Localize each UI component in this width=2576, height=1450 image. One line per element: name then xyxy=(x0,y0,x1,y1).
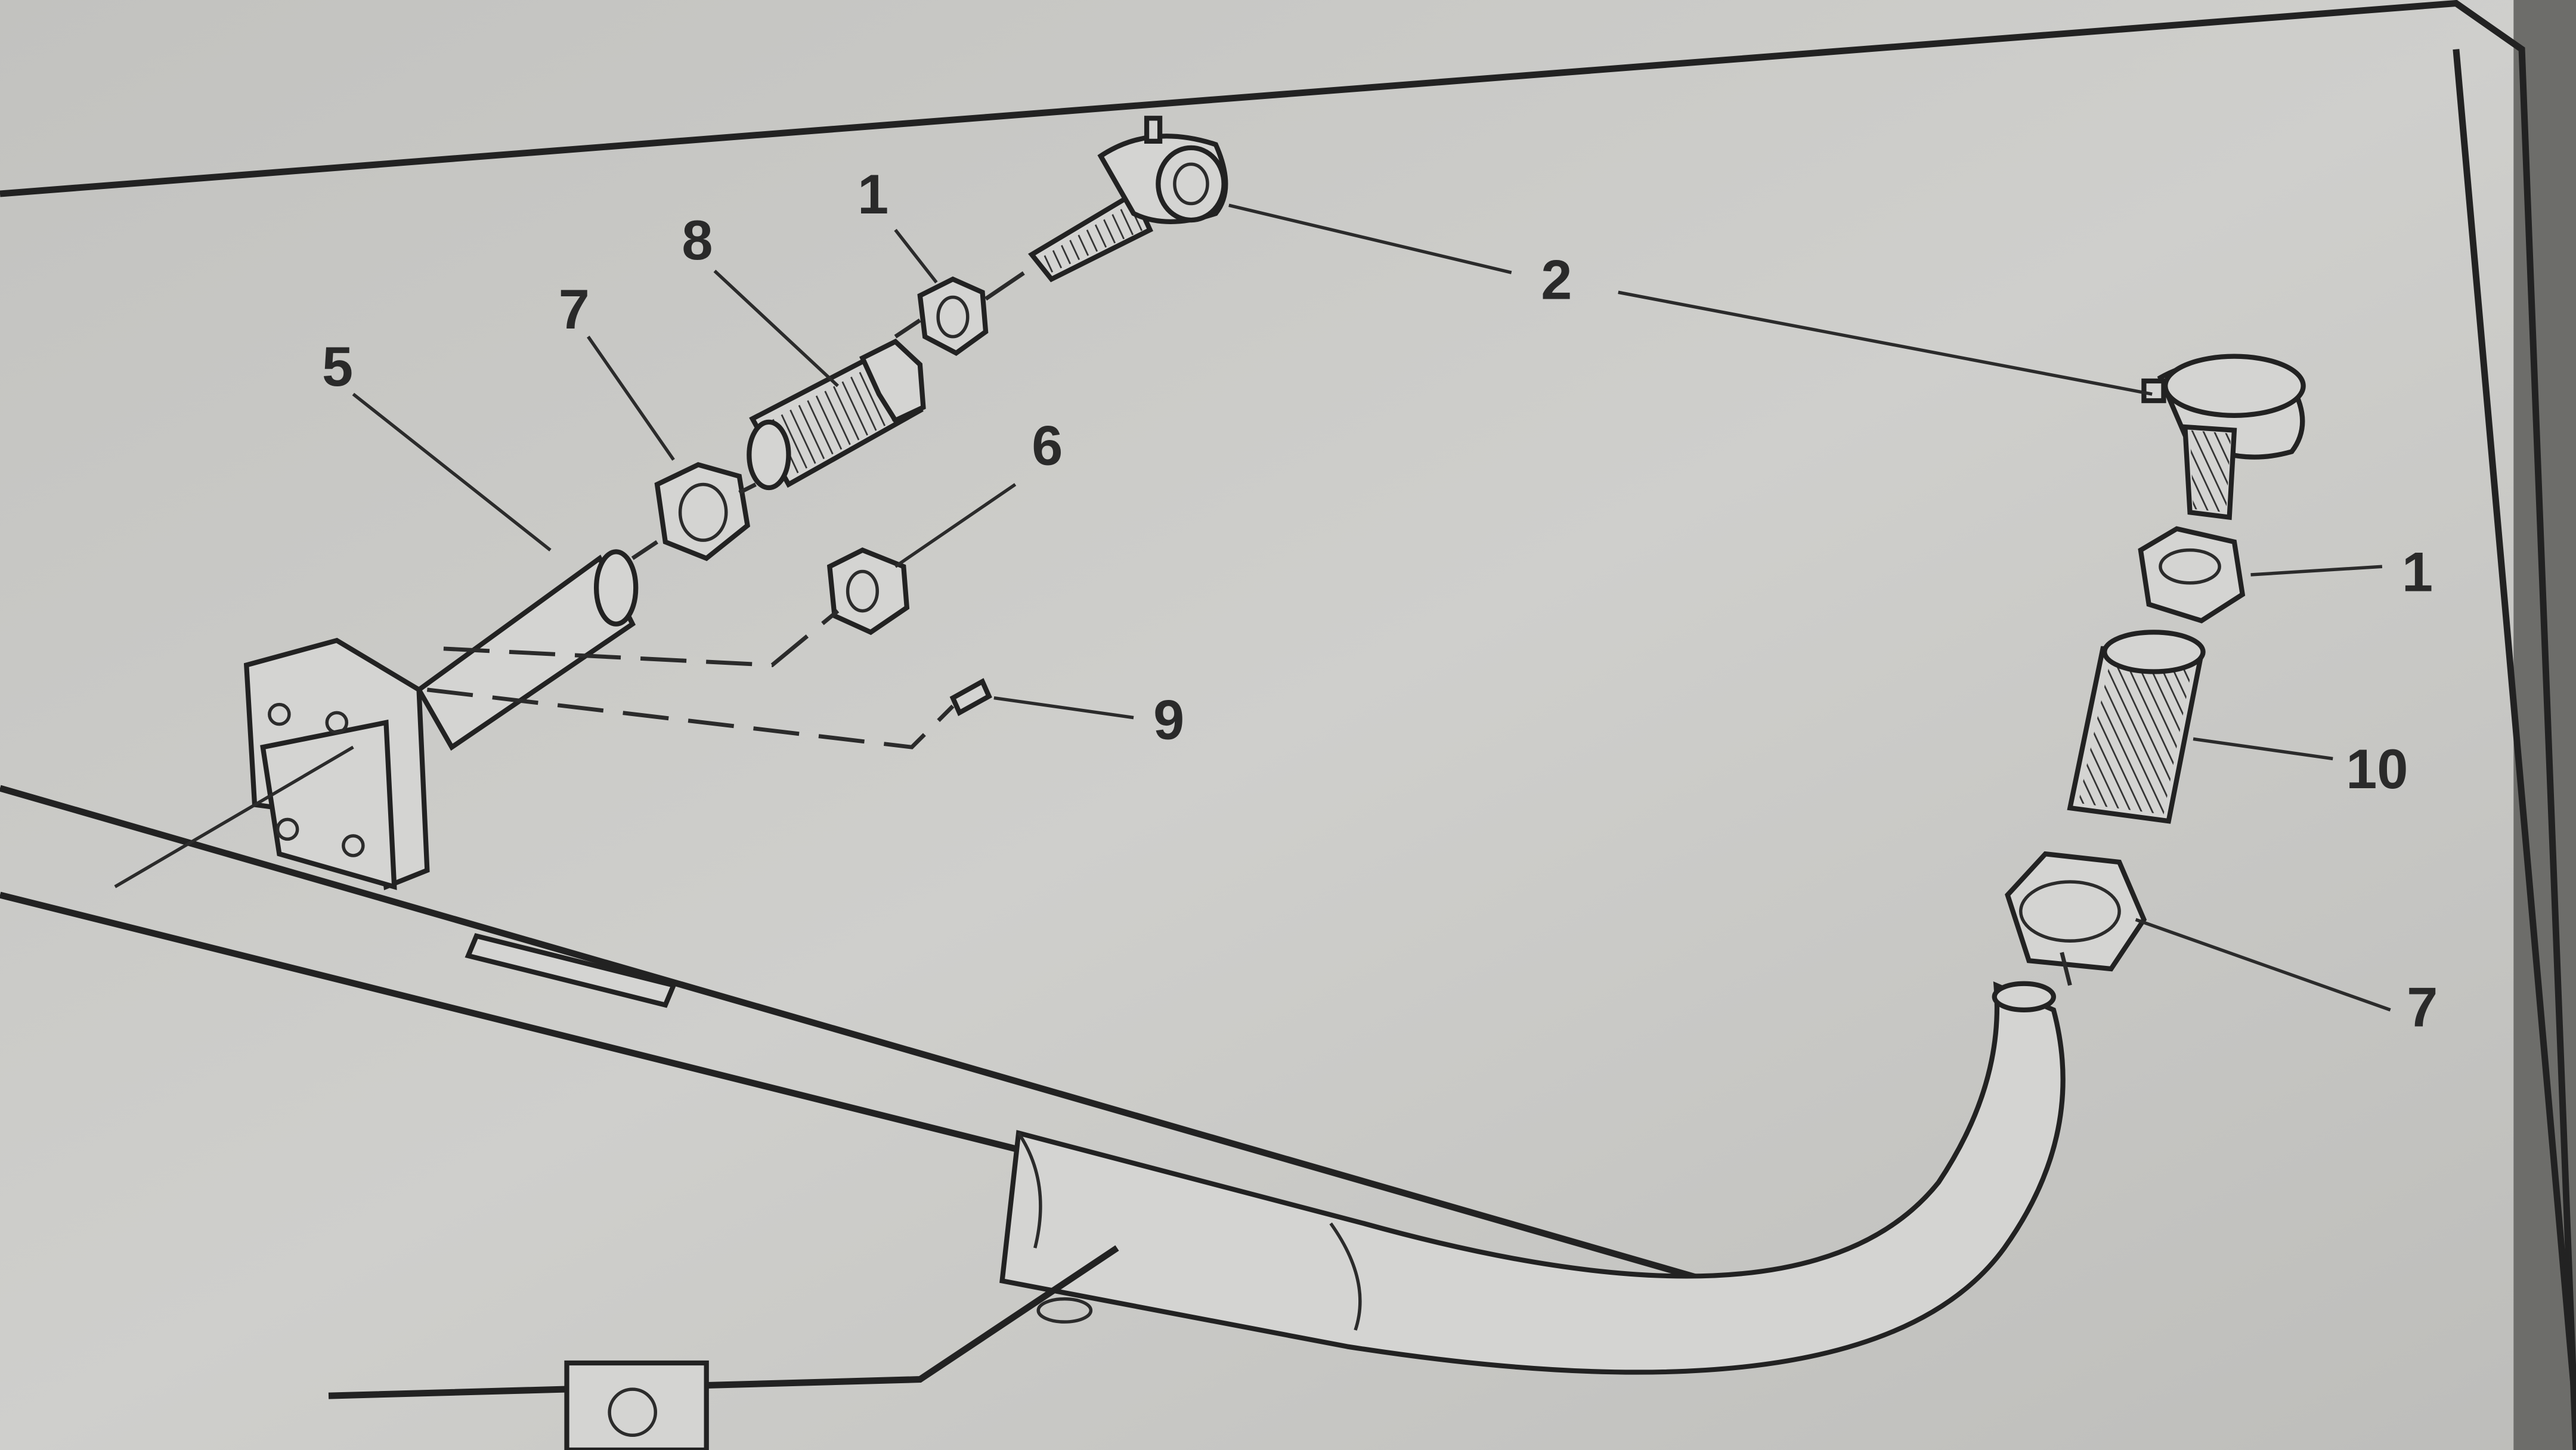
assembly-line-right xyxy=(2060,952,2072,986)
part-8-threaded-sleeve xyxy=(747,338,926,491)
steering-tube xyxy=(999,981,2066,1375)
part-2-tie-rod-end-left xyxy=(1028,116,1228,283)
bracket-hole xyxy=(608,1387,658,1437)
callout-8: 8 xyxy=(682,209,713,271)
assembly-line xyxy=(631,269,1028,560)
lower-bracket xyxy=(564,1360,709,1450)
tube-end xyxy=(1992,981,2057,1012)
lower-link xyxy=(328,1245,1119,1399)
tube-slot xyxy=(1036,1297,1093,1324)
callout-9: 9 xyxy=(1153,688,1184,751)
callout-6: 6 xyxy=(1032,414,1063,476)
callout-10: 10 xyxy=(2346,738,2408,800)
callout-1-right: 1 xyxy=(2402,541,2433,603)
callout-1-left: 1 xyxy=(857,163,888,225)
part-10-threaded-sleeve xyxy=(2067,630,2206,824)
assembly-line-9 xyxy=(426,687,955,749)
leader-lines xyxy=(352,203,2391,1012)
part-7-jam-nut-left xyxy=(654,462,751,562)
tube-collar xyxy=(1329,1222,1362,1331)
assembly-line-6 xyxy=(443,609,840,667)
callout-7-right: 7 xyxy=(2407,975,2438,1038)
part-2-tie-rod-end-right xyxy=(2141,354,2306,520)
frame-rail-lower xyxy=(0,891,1020,1153)
tube-collar-2 xyxy=(1017,1132,1042,1248)
callout-5: 5 xyxy=(322,335,353,398)
callout-7-left: 7 xyxy=(559,278,590,340)
callout-2: 2 xyxy=(1541,248,1572,311)
part-7-jam-nut-right xyxy=(2005,851,2147,972)
axle-line xyxy=(114,745,354,888)
slot-plate xyxy=(465,933,677,1008)
frame-rail xyxy=(0,785,1710,1284)
part-1-nut-left xyxy=(917,276,989,357)
part-1-nut-right xyxy=(2138,526,2246,624)
part-5-bracket xyxy=(243,549,639,891)
frame-right xyxy=(2453,49,2576,1413)
part-9-set-screw xyxy=(949,678,992,717)
